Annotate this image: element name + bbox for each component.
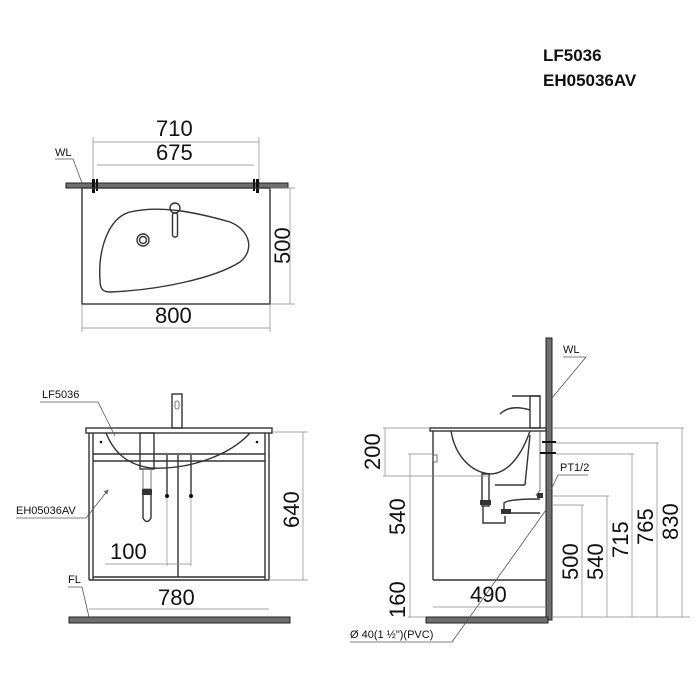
dim-830-label: 830 (658, 503, 683, 540)
faucet-icon (169, 202, 181, 214)
front-floor-label: FL (68, 574, 81, 586)
dim-715-label: 715 (608, 521, 633, 558)
model-title: LF5036 EH05036AV (543, 46, 637, 90)
dim-540-right-label: 540 (583, 543, 608, 580)
pt-leader (550, 474, 588, 491)
dim-100-label: 100 (110, 539, 147, 564)
wl-leader (55, 158, 83, 184)
side-drain-pipe (481, 473, 490, 507)
drain-icon (136, 233, 150, 247)
dim-200-label: 200 (360, 433, 385, 470)
side-basin-bowl (450, 430, 531, 475)
front-label-cabinet: EH05036AV (16, 505, 76, 517)
bracket-left-icon (92, 179, 95, 193)
side-bracket-low (540, 452, 556, 454)
basin-bowl-outline (99, 208, 250, 293)
bracket-right-icon (256, 179, 259, 193)
supply-label: PT1/2 (560, 462, 589, 474)
top-wall-label: WL (55, 147, 72, 159)
side-faucet-icon (529, 395, 541, 429)
drain-leader (350, 509, 547, 643)
dim-800-label: 800 (155, 303, 192, 328)
dim-160-label: 160 (385, 581, 410, 618)
title-model-cabinet: EH05036AV (543, 71, 637, 90)
dim-500-label: 500 (270, 227, 295, 264)
floor-bar-front (68, 616, 291, 624)
basin-leader (40, 401, 116, 437)
side-wall-label: WL (563, 344, 580, 356)
front-faucet-icon (171, 393, 183, 429)
side-bracket-high (542, 441, 556, 443)
side-wl-leader (551, 356, 587, 399)
drain-label: Ø 40(1 ½")(PVC) (350, 629, 433, 641)
drain-pipe (139, 432, 155, 470)
cabinet-leader (16, 489, 109, 519)
dim-765-label: 765 (633, 508, 658, 545)
title-model-basin: LF5036 (543, 46, 602, 65)
fl-leader (68, 586, 90, 618)
front-basin-bowl (105, 432, 251, 469)
front-view: LF5036 EH05036AV 640 100 780 FL (16, 389, 308, 624)
spout (499, 407, 531, 415)
front-countertop (85, 427, 273, 434)
countertop-outline (81, 187, 271, 305)
side-view: WL PT1/2 Ø 40(1 ½")(PVC) (350, 337, 690, 643)
dim-780-label: 780 (158, 585, 195, 610)
dim-675-label: 675 (156, 140, 193, 165)
wall-bar-side (545, 337, 553, 621)
front-label-basin: LF5036 (42, 389, 79, 401)
dim-640-label: 640 (279, 491, 304, 528)
floor-bar-side (425, 616, 549, 624)
top-view: 710 675 WL 500 800 (55, 116, 295, 332)
side-countertop (429, 427, 547, 432)
dim-500-side-label: 500 (558, 543, 583, 580)
dim-490-label: 490 (470, 582, 507, 607)
dim-710-label: 710 (156, 116, 193, 141)
dim-540-left-label: 540 (385, 498, 410, 535)
